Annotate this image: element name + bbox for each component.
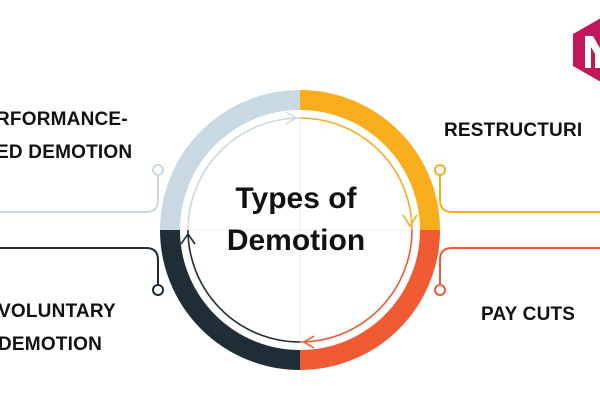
connector-dot-top-left xyxy=(152,164,164,176)
connector-dot-top-right xyxy=(434,164,446,176)
label-restructuring: RESTRUCTURI xyxy=(444,114,582,147)
connector-bottom-left xyxy=(0,247,159,284)
label-line: DEMOTION xyxy=(0,334,102,355)
label-line: RESTRUCTURI xyxy=(444,120,583,141)
label-performance-based-demotion: RFORMANCE- ED DEMOTION xyxy=(0,103,132,169)
inner-arc-top-right xyxy=(299,117,413,231)
connector-top-left xyxy=(0,176,159,213)
label-line: VOLUNTARY xyxy=(0,301,116,322)
arrowhead-top-icon xyxy=(285,111,298,125)
inner-arc-top-left xyxy=(187,117,301,231)
arrowhead-bottom-icon xyxy=(302,335,315,349)
ring-segment-bottom-right xyxy=(299,229,440,370)
connector-top-right xyxy=(439,176,600,213)
ring-segment-bottom-left xyxy=(160,229,301,370)
connector-dot-bottom-right xyxy=(434,284,446,296)
brand-logo-icon xyxy=(573,18,600,82)
arrowhead-left-icon xyxy=(180,232,196,245)
connector-dot-bottom-left xyxy=(152,284,164,296)
center-title-line-2: Demotion xyxy=(226,224,366,257)
diagram-center-title: Types of Demotion xyxy=(196,178,396,262)
label-pay-cuts: PAY CUTS xyxy=(481,298,575,331)
inner-arc-bottom-left xyxy=(187,229,301,343)
connector-bottom-right xyxy=(439,247,600,284)
center-title-line-1: Types of xyxy=(235,182,357,215)
label-line: PAY CUTS xyxy=(481,304,576,325)
arrowhead-right-icon xyxy=(402,214,418,228)
ring-segment-top-left xyxy=(160,90,301,231)
logo-letter xyxy=(585,36,600,68)
label-line: RFORMANCE- xyxy=(0,109,128,130)
label-line: ED DEMOTION xyxy=(0,142,133,163)
ring-segment-top-right xyxy=(299,90,440,231)
label-voluntary-demotion: VOLUNTARY DEMOTION xyxy=(0,295,116,361)
inner-arc-bottom-right xyxy=(299,229,413,343)
